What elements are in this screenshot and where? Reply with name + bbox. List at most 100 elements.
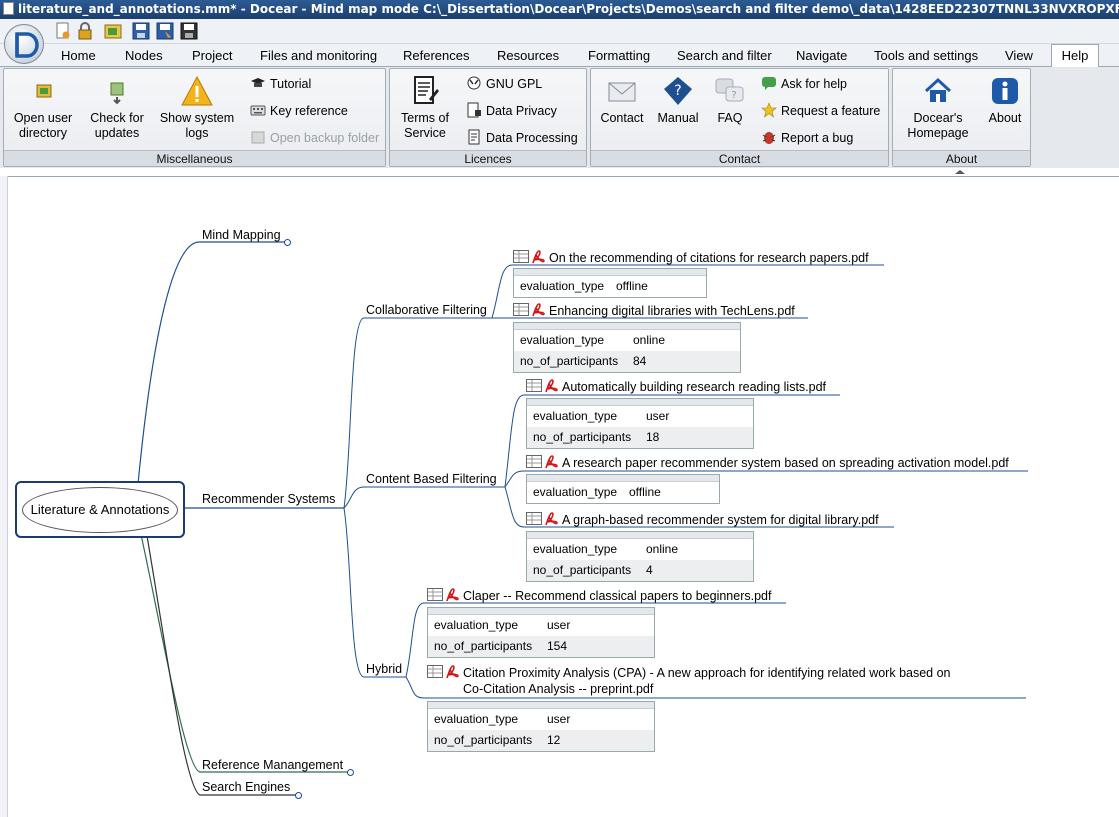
paper-node-title-continued: Co-Citation Analysis -- preprint.pdf: [463, 682, 654, 696]
open-backup-folder-button[interactable]: Open backup folder: [250, 129, 379, 147]
lock-icon[interactable]: [76, 22, 94, 40]
ribbon-panel: Open user directory Check for updates Sh…: [0, 67, 1119, 168]
fold-toggle-reference-management[interactable]: [347, 769, 354, 776]
manual-book-icon: ?: [664, 77, 692, 105]
group-label-about: About: [893, 150, 1030, 166]
node-reference-management[interactable]: Reference Manangement: [202, 758, 344, 772]
window-title-bar: literature_and_annotations.mm* - Docear …: [0, 0, 1119, 19]
ribbon-collapse-handle-icon[interactable]: [954, 169, 966, 175]
ask-for-help-button[interactable]: Ask for help: [761, 75, 847, 93]
paper-node[interactable]: Citation Proximity Analysis (CPA) - A ne…: [427, 664, 951, 681]
gnu-icon: [467, 76, 481, 90]
faq-icon: ?: [715, 78, 744, 102]
tab-tools-and-settings[interactable]: Tools and settings: [874, 48, 979, 63]
terms-of-service-button[interactable]: Terms of Service: [394, 75, 456, 141]
about-button[interactable]: About: [981, 75, 1029, 126]
processing-document-icon: [468, 129, 480, 145]
report-a-bug-button[interactable]: Report a bug: [761, 129, 853, 147]
attributes-pdf-icon: [513, 250, 545, 264]
svg-text:?: ?: [731, 90, 736, 101]
attributes-pdf-icon: [526, 455, 558, 469]
paper-node[interactable]: On the recommending of citations for res…: [513, 249, 869, 266]
tab-references[interactable]: References: [403, 48, 470, 63]
root-node[interactable]: Literature & Annotations: [15, 481, 185, 538]
paper-node[interactable]: Enhancing digital libraries with TechLen…: [513, 302, 795, 319]
faq-button[interactable]: ? FAQ: [705, 75, 755, 126]
fold-toggle-mind-mapping[interactable]: [284, 239, 291, 246]
keyboard-icon: [250, 105, 266, 116]
paper-node[interactable]: A graph-based recommender system for dig…: [526, 511, 879, 528]
new-map-icon[interactable]: [54, 22, 72, 40]
tab-search-and-filter[interactable]: Search and filter: [677, 48, 772, 63]
request-a-feature-button[interactable]: Request a feature: [761, 102, 880, 120]
svg-text:?: ?: [674, 83, 681, 99]
document-pen-icon: [414, 76, 439, 104]
node-content-based-filtering[interactable]: Content Based Filtering: [366, 472, 497, 486]
application-menu-button[interactable]: [4, 24, 44, 64]
paper-node[interactable]: A research paper recommender system base…: [526, 454, 1009, 471]
chat-bubble-icon: [762, 77, 776, 90]
group-label-contact: Contact: [591, 150, 888, 166]
attributes-pdf-icon: [526, 512, 558, 526]
node-collaborative-filtering[interactable]: Collaborative Filtering: [366, 303, 487, 317]
tab-files-and-monitoring[interactable]: Files and monitoring: [260, 48, 378, 63]
save-icon[interactable]: [132, 22, 150, 40]
tab-resources[interactable]: Resources: [497, 48, 560, 63]
backup-folder-icon: [251, 131, 265, 144]
attributes-pdf-icon: [427, 665, 459, 679]
star-icon: [761, 102, 777, 118]
node-recommender-systems[interactable]: Recommender Systems: [202, 492, 336, 506]
tab-view[interactable]: View: [1005, 48, 1033, 63]
node-hybrid[interactable]: Hybrid: [366, 662, 403, 676]
node-search-engines[interactable]: Search Engines: [202, 780, 291, 794]
tutorial-button[interactable]: Tutorial: [250, 75, 311, 93]
contact-button[interactable]: Contact: [595, 75, 649, 126]
tab-nodes[interactable]: Nodes: [125, 48, 163, 63]
canvas-top-border: [8, 176, 1119, 177]
attributes-pdf-icon: [427, 588, 459, 602]
group-miscellaneous: Open user directory Check for updates Sh…: [3, 68, 386, 167]
tab-project[interactable]: Project: [192, 48, 233, 63]
show-system-logs-button[interactable]: Show system logs: [154, 75, 240, 141]
document-icon: [3, 2, 14, 15]
tab-home[interactable]: Home: [61, 48, 96, 63]
quick-access-toolbar: [0, 19, 1119, 44]
ribbon-tabs: Home Nodes Project Files and monitoring …: [0, 44, 1119, 68]
gnu-gpl-button[interactable]: GNU GPL: [466, 75, 542, 93]
manual-button[interactable]: ? Manual: [651, 75, 705, 126]
window-title: literature_and_annotations.mm* - Docear …: [18, 2, 1119, 16]
save-as-icon[interactable]: [156, 22, 174, 40]
docears-homepage-button[interactable]: Docear's Homepage: [899, 75, 977, 141]
fold-toggle-search-engines[interactable]: [295, 792, 302, 799]
open-user-directory-button[interactable]: Open user directory: [8, 75, 78, 141]
tab-navigate[interactable]: Navigate: [796, 48, 848, 63]
docear-logo-icon: [15, 32, 39, 58]
attributes-pdf-icon: [526, 379, 558, 393]
node-mind-mapping[interactable]: Mind Mapping: [202, 228, 281, 242]
check-for-updates-button[interactable]: Check for updates: [82, 75, 152, 141]
paper-node[interactable]: Claper -- Recommend classical papers to …: [427, 587, 771, 604]
data-processing-button[interactable]: Data Processing: [466, 129, 578, 147]
open-icon[interactable]: [104, 22, 122, 40]
data-privacy-button[interactable]: Data Privacy: [466, 102, 557, 120]
tab-formatting[interactable]: Formatting: [588, 48, 651, 63]
update-icon: [110, 82, 124, 105]
left-splitter[interactable]: [0, 176, 8, 817]
info-icon: [992, 78, 1018, 104]
paper-node[interactable]: Automatically building research reading …: [526, 378, 826, 395]
tab-help[interactable]: Help: [1051, 44, 1099, 68]
save-all-icon[interactable]: [180, 22, 198, 40]
attributes-pdf-icon: [513, 303, 545, 317]
key-reference-button[interactable]: Key reference: [250, 102, 348, 120]
warning-icon: [181, 75, 213, 106]
home-icon: [924, 77, 952, 102]
group-label-miscellaneous: Miscellaneous: [4, 150, 385, 166]
group-label-licences: Licences: [390, 150, 586, 166]
